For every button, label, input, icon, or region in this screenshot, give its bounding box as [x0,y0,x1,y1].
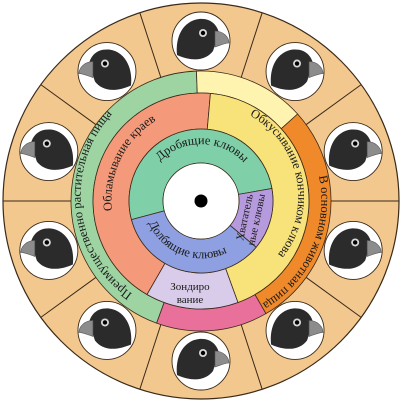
finch-eye [44,141,50,146]
finch-medallion-9 [77,42,137,102]
finch-eye [352,141,358,146]
finch-head [88,308,132,349]
finch-medallion-4 [265,300,325,360]
spoke-9 [139,12,162,78]
label-probe-2: вание [177,294,204,306]
finch-medallions [19,11,383,391]
finch-eye [102,320,108,325]
finch-head [270,49,314,90]
finch-medallion-5 [171,331,231,391]
spoke-5 [139,324,162,390]
finch-eye [44,240,50,245]
finch-beak [308,320,324,337]
finch-beak [78,320,94,337]
finch-head-icon [176,18,230,60]
finch-medallion-1 [265,42,325,102]
finch-beak [214,30,230,48]
finch-head-icon [270,49,324,90]
finch-eye [200,30,206,36]
finch-beak [20,141,36,158]
spokes [3,12,399,390]
finch-eye [102,61,108,66]
finch-head [328,228,372,269]
spoke-4 [240,324,263,390]
finch-eye [294,320,300,325]
label-probe-1: Зондиро [170,281,210,293]
finch-eye [294,61,300,66]
finch-head-icon [20,129,74,170]
finch-head [328,129,372,170]
spoke-8 [40,84,97,125]
spoke-3 [305,277,362,318]
finch-medallion-7 [19,220,79,280]
spoke-1 [305,84,362,125]
finch-medallion-2 [323,122,383,182]
finch-medallion-0 [171,11,231,71]
finch-head-icon [78,49,132,90]
finch-head [176,18,219,60]
finch-medallion-6 [77,300,137,360]
finch-head-icon [328,228,382,269]
finch-head [30,228,74,269]
finch-beak [366,240,382,257]
finch-beak [308,61,324,78]
finch-head [88,49,132,90]
diet-ring [70,70,332,332]
finch-beak [20,240,36,257]
finch-beak [78,61,94,78]
finch-eye [352,240,358,245]
method-ring [92,92,310,310]
finch-head [30,129,74,170]
finch-medallion-3 [323,220,383,280]
finch-head-icon [78,308,132,349]
finch-medallion-8 [19,122,79,182]
spoke-0 [240,12,263,78]
finch-head [270,308,314,349]
finch-beak [214,350,230,368]
center-dot [194,194,208,208]
finch-head-icon [176,338,230,380]
finch-beak [366,141,382,158]
finch-eye [200,350,206,356]
finch-head-icon [328,129,382,170]
finch-head-icon [270,308,324,349]
spoke-6 [40,277,97,318]
finch-head-icon [20,228,74,269]
finch-head [176,338,219,380]
